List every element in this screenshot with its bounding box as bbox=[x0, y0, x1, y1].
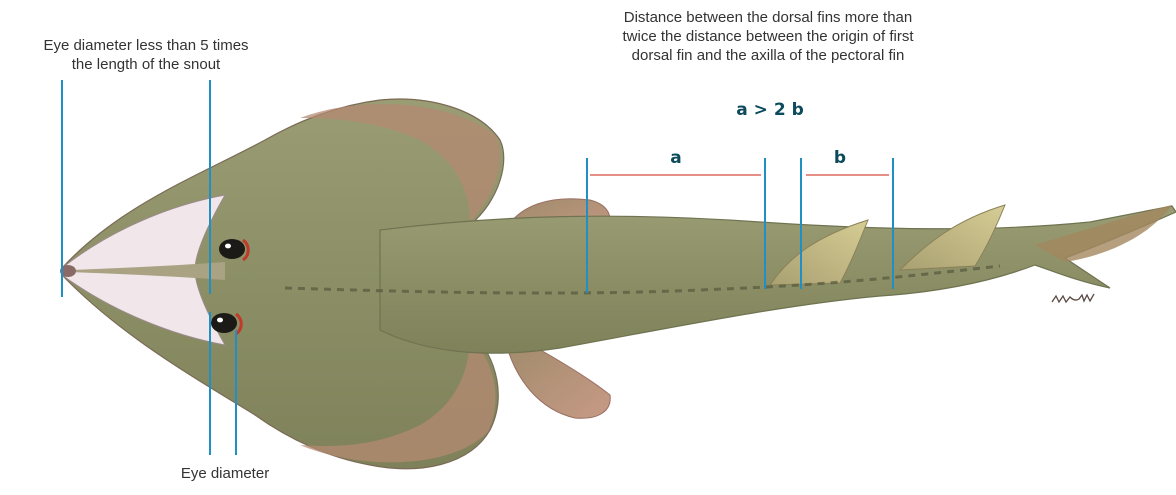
segment-a-label: a bbox=[666, 148, 686, 168]
artist-signature bbox=[1052, 294, 1094, 302]
eye-diameter-label: Eye diameter bbox=[160, 464, 290, 483]
snout-ratio-note: Eye diameter less than 5 times the lengt… bbox=[0, 36, 292, 74]
dorsal-distance-note: Distance between the dorsal fins more th… bbox=[560, 8, 976, 65]
formula-a-greater-2b: a > 2 b bbox=[700, 100, 840, 120]
segment-b-label: b bbox=[830, 148, 850, 168]
